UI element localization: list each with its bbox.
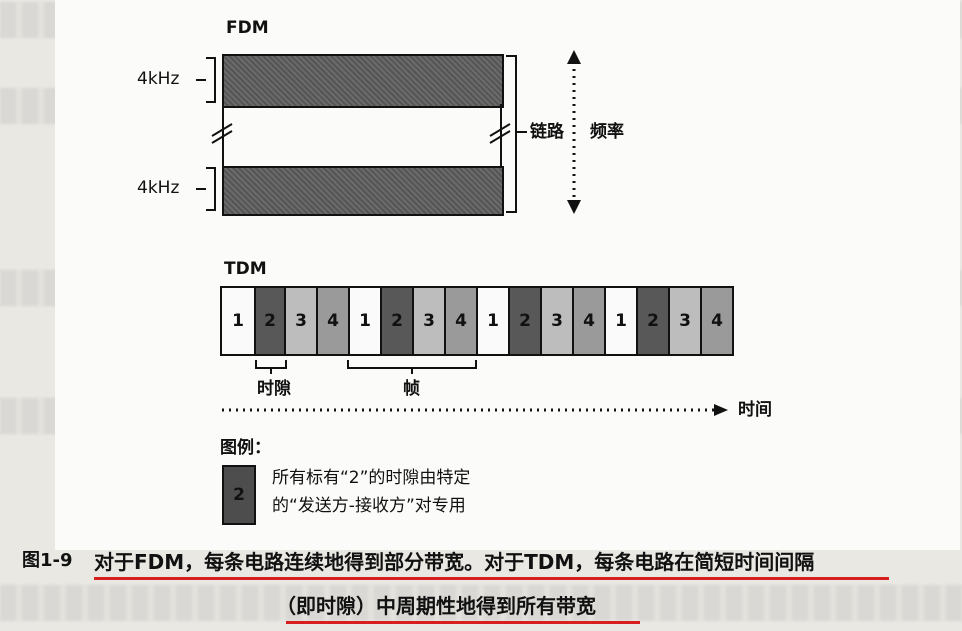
arrow-up-icon bbox=[567, 50, 581, 64]
slot-label: 时隙 bbox=[257, 379, 291, 399]
frame-label: 帧 bbox=[403, 379, 420, 399]
legend-title: 图例： bbox=[220, 438, 271, 458]
caption-line-1: 对于FDM，每条电路连续地得到部分带宽。对于TDM，每条电路在简短时间间隔 bbox=[94, 550, 815, 574]
link-bracket bbox=[506, 55, 517, 213]
fdm-link-right-edge bbox=[500, 104, 502, 166]
tdm-slot: 2 bbox=[636, 286, 670, 356]
arrow-right-icon bbox=[714, 404, 728, 416]
tdm-slot: 1 bbox=[476, 286, 510, 356]
tdm-slot: 2 bbox=[254, 286, 286, 356]
caption-line-2: （即时隙）中周期性地得到所有带宽 bbox=[276, 594, 596, 618]
tdm-slot: 3 bbox=[540, 286, 574, 356]
caption-underline-1 bbox=[94, 577, 889, 580]
tdm-slot: 4 bbox=[700, 286, 734, 356]
legend-swatch: 2 bbox=[222, 465, 256, 525]
figure-number: 图1-9 bbox=[22, 550, 73, 571]
tdm-slot: 4 bbox=[316, 286, 350, 356]
fdm-band-bottom-label: 4kHz bbox=[137, 178, 180, 198]
fdm-link-left-edge bbox=[222, 104, 224, 166]
arrow-down-icon bbox=[567, 200, 581, 214]
figure-card bbox=[55, 0, 960, 550]
tdm-slot: 3 bbox=[412, 286, 446, 356]
tdm-slot: 1 bbox=[220, 286, 256, 356]
fdm-band-bottom bbox=[222, 166, 504, 216]
tdm-slot: 2 bbox=[508, 286, 542, 356]
slot-bracket bbox=[255, 360, 287, 369]
link-label: 链路 bbox=[530, 122, 564, 142]
tdm-slot: 1 bbox=[604, 286, 638, 356]
legend-line-1: 所有标有“2”的时隙由特定 bbox=[272, 468, 471, 488]
tdm-slot: 2 bbox=[380, 286, 414, 356]
band-top-bracket bbox=[206, 57, 216, 103]
tdm-slot: 4 bbox=[444, 286, 478, 356]
frequency-label: 频率 bbox=[590, 122, 624, 142]
tdm-title: TDM bbox=[224, 259, 267, 279]
tdm-slot: 1 bbox=[348, 286, 382, 356]
time-label: 时间 bbox=[738, 400, 772, 420]
background-text-line bbox=[0, 585, 962, 621]
tdm-slot: 3 bbox=[668, 286, 702, 356]
legend-line-2: 的“发送方-接收方”对专用 bbox=[272, 496, 466, 516]
fdm-band-top-label: 4kHz bbox=[137, 69, 180, 89]
tdm-annotations bbox=[222, 360, 728, 416]
fdm-title: FDM bbox=[226, 18, 269, 38]
fdm-annotations bbox=[196, 50, 581, 214]
fdm-band-top bbox=[222, 54, 504, 108]
caption-underline-2 bbox=[286, 621, 640, 624]
tdm-slot: 3 bbox=[284, 286, 318, 356]
band-bottom-bracket bbox=[206, 167, 216, 211]
frame-bracket bbox=[347, 360, 477, 369]
tdm-slot: 4 bbox=[572, 286, 606, 356]
